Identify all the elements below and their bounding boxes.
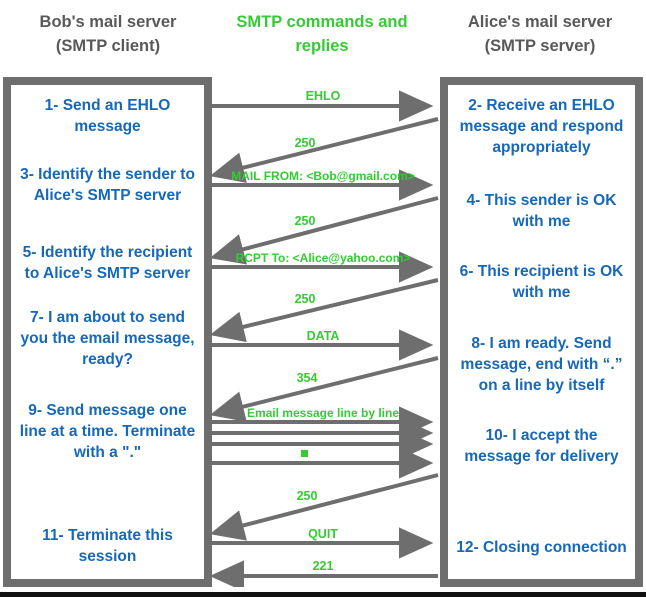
arrow-layer <box>206 90 439 587</box>
heading-client-line2: (SMTP client) <box>55 37 161 55</box>
heading-server-line1: Alice's mail server <box>467 13 613 31</box>
label-data: DATA <box>306 329 340 343</box>
label-250-ehlo: 250 <box>294 136 316 150</box>
arrow-354 <box>209 356 439 422</box>
server-step-12: 12- Closing connection <box>456 539 627 556</box>
arrow-250-mail-from <box>209 196 439 265</box>
client-step-11: 11- Terminate this session <box>42 527 173 565</box>
label-250-rcpt-to: 250 <box>294 292 316 306</box>
label-quit: QUIT <box>308 527 338 541</box>
bottom-edge-strip <box>0 592 646 597</box>
label-mail-from: MAIL FROM: <Bob@gmail.com> <box>231 169 415 183</box>
arrow-250-ehlo <box>209 117 439 183</box>
server-panel: 2- Receive an EHLO message and respond a… <box>440 77 643 587</box>
protocol-lane: EHLO 250 MAIL FROM: <Bob@gmail.com> 250 … <box>205 77 441 587</box>
heading-protocol-line2: replies <box>295 37 349 55</box>
server-step-2: 2- Receive an EHLO message and respond a… <box>459 97 624 156</box>
arrow-250-message <box>209 473 439 541</box>
label-354: 354 <box>296 371 318 385</box>
server-step-10: 10- I accept the message for delivery <box>464 427 619 465</box>
heading-client-line1: Bob's mail server <box>39 13 177 31</box>
label-rcpt-to: RCPT To: <Alice@yahoo.com> <box>235 251 411 265</box>
arrow-250-rcpt-to <box>209 278 439 343</box>
heading-protocol: SMTP commands and replies <box>222 10 422 58</box>
label-ehlo: EHLO <box>305 89 341 103</box>
label-email-message-lines: Email message line by line <box>246 406 400 420</box>
server-step-6: 6- This recipient is OK with me <box>459 263 624 301</box>
client-step-5: 5- Identify the recipient to Alice's SMT… <box>22 244 193 282</box>
heading-protocol-line1: SMTP commands and <box>236 13 408 31</box>
client-step-3: 3- Identify the sender to Alice's SMTP s… <box>20 166 195 204</box>
client-step-1: 1- Send an EHLO message <box>44 97 171 135</box>
client-step-7: 7- I am about to send you the email mess… <box>20 309 195 368</box>
message-continuation-marker-icon <box>301 450 308 457</box>
client-panel: 1- Send an EHLO message 3- Identify the … <box>3 77 212 587</box>
label-250-mail-from: 250 <box>294 214 316 228</box>
heading-server-line2: (SMTP server) <box>484 37 596 55</box>
label-250-message: 250 <box>296 489 318 503</box>
server-step-4: 4- This sender is OK with me <box>466 192 617 230</box>
label-221: 221 <box>312 559 334 573</box>
client-step-9: 9- Send message one line at a time. Term… <box>19 402 196 461</box>
heading-client: Bob's mail server (SMTP client) <box>8 10 208 58</box>
server-step-8: 8- I am ready. Send message, end with “.… <box>460 335 623 394</box>
heading-server: Alice's mail server (SMTP server) <box>440 10 640 58</box>
